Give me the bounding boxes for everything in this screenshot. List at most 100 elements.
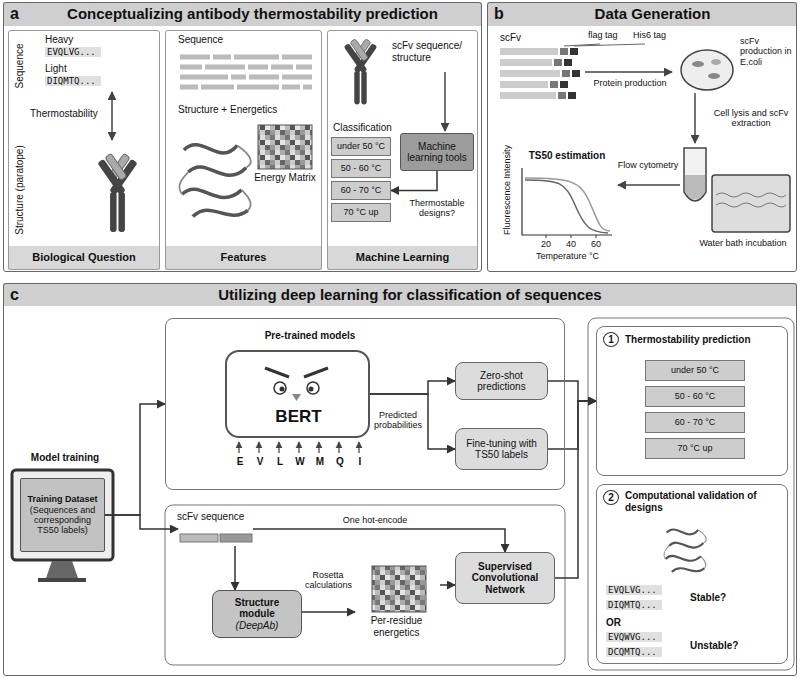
node-text: Pre-trained models [235, 330, 385, 342]
node-text: Training Dataset [27, 494, 97, 504]
node-text: 60 - 70 °C [341, 185, 382, 195]
node-text: under 50 °C [671, 365, 719, 375]
tube [684, 148, 706, 201]
node-text: W [293, 456, 307, 468]
energy-box: Per-residue energetics [355, 562, 440, 654]
dataset-box: Training Dataset(Sequences and correspon… [20, 478, 105, 552]
panel-frame: aConceptualizing antibody thermostabilit… [3, 2, 482, 272]
connector [253, 529, 505, 552]
class-box: 70 °C up [331, 203, 391, 222]
process-arrow [585, 71, 672, 73]
water-bath [712, 175, 790, 232]
node-text: M [313, 456, 327, 468]
connector [548, 381, 596, 401]
node-text: Computational validation of designs [625, 490, 785, 513]
node-text: Fine-tuning with TS50 labels [459, 438, 544, 461]
node-text: Q [333, 456, 347, 468]
connector [105, 515, 178, 529]
bert-face [265, 368, 328, 401]
node-text: Biological Question [8, 251, 160, 264]
node-text: Sequence [14, 36, 26, 96]
node-text: Conceptualizing antibody thermostability… [30, 5, 475, 22]
node-text: 40 [563, 239, 579, 249]
node-text: Classification [333, 122, 403, 134]
node-text: Machine Learning [327, 251, 478, 264]
node-text: BERT [226, 407, 371, 427]
node-text: scFv sequence/ structure [392, 40, 476, 63]
output-box: Fine-tuning with TS50 labels [455, 428, 548, 470]
class-box: 50 - 60 °C [331, 159, 391, 178]
node-text: 50 - 60 °C [341, 163, 382, 173]
node-text: I [353, 456, 367, 468]
node-text: Stable? [690, 592, 750, 604]
node-text: Data Generation [515, 5, 790, 22]
sub-panel: scFv sequence/ structureClassificationMa… [327, 30, 478, 270]
free-label: Model training [15, 452, 115, 464]
node-text: Energy Matrix [252, 172, 318, 184]
connector [391, 171, 437, 191]
token-arrows [239, 442, 359, 453]
node-text: scFv sequence [177, 511, 257, 523]
node-text: (Sequences and corresponding TS50 labels… [24, 505, 101, 536]
node-text: b [494, 5, 514, 23]
class-box: 50 - 60 °C [645, 386, 745, 407]
node-text: Protein production [586, 78, 674, 88]
node-text: 70 °C up [343, 207, 378, 217]
node-text: c [10, 286, 30, 304]
node-text: 60 - 70 °C [675, 417, 716, 427]
edge-label: One hot-encode [335, 515, 415, 525]
node-text: 20 [538, 239, 554, 249]
edge-label: Predicted probabilities [372, 410, 424, 431]
process-arrow [694, 93, 696, 143]
node-text: V [253, 456, 267, 468]
class-box: under 50 °C [331, 137, 391, 156]
node-text: Cell lysis and scFv extraction [706, 108, 796, 129]
node-text: Machine learning tools [404, 141, 470, 164]
module-box: Structure module(DeepAb) [212, 590, 302, 638]
node-text: a [10, 5, 30, 23]
node-text: Sequence [178, 34, 258, 46]
node-text: 50 - 60 °C [675, 391, 716, 401]
node-text: Per-residue energetics [349, 615, 444, 638]
node-text: DCQMTQ... [606, 647, 662, 657]
connector [370, 394, 455, 449]
node-text: 60 [588, 239, 604, 249]
connector [548, 401, 596, 449]
node-text: DIQMTQ... [606, 600, 662, 610]
node-text: Structure (paratope) [14, 140, 26, 240]
edge-label: Thermostable designs? [398, 198, 476, 219]
node-text: Thermostability [30, 108, 104, 120]
panel-frame: cUtilizing deep learning for classificat… [3, 283, 797, 676]
node-text: Water bath incubation [690, 238, 796, 248]
ts50-chart [522, 168, 612, 238]
computer-monitor [12, 470, 113, 582]
ecoli-cell [681, 50, 733, 90]
connector [302, 611, 355, 613]
node-text: Structure module [216, 597, 298, 620]
class-box: 60 - 70 °C [645, 412, 745, 433]
node-text: Supervised Convolutional Network [459, 561, 551, 596]
node-text: Utilizing deep learning for classificati… [30, 286, 790, 303]
node-text: scFv [500, 32, 540, 44]
class-box: 70 °C up [645, 438, 745, 459]
node-text: EVQLVG... [45, 47, 101, 57]
double-arrow [111, 92, 113, 140]
connector [105, 404, 165, 515]
node-text: EVQLVG... [606, 585, 662, 595]
sequence-bars [180, 57, 312, 87]
process-box: Machine learning tools [400, 133, 474, 171]
class-box: under 50 °C [645, 360, 745, 381]
node-text: EVQWVG... [606, 632, 662, 642]
sequence-bar [180, 534, 252, 542]
connector [234, 546, 236, 590]
node-text: 1 [603, 332, 619, 347]
process-arrow [618, 184, 680, 186]
node-text: DIQMTQ... [45, 76, 101, 86]
flow-arrow [444, 72, 446, 131]
network-box: Supervised Convolutional Network [455, 552, 555, 604]
bert-box: BERTEVLWMQI [225, 350, 370, 438]
node-text: Zero-shot predictions [459, 370, 544, 393]
node-text: Heavy [45, 34, 105, 46]
node-text: under 50 °C [337, 141, 385, 151]
output-box: Zero-shot predictions [455, 362, 548, 400]
